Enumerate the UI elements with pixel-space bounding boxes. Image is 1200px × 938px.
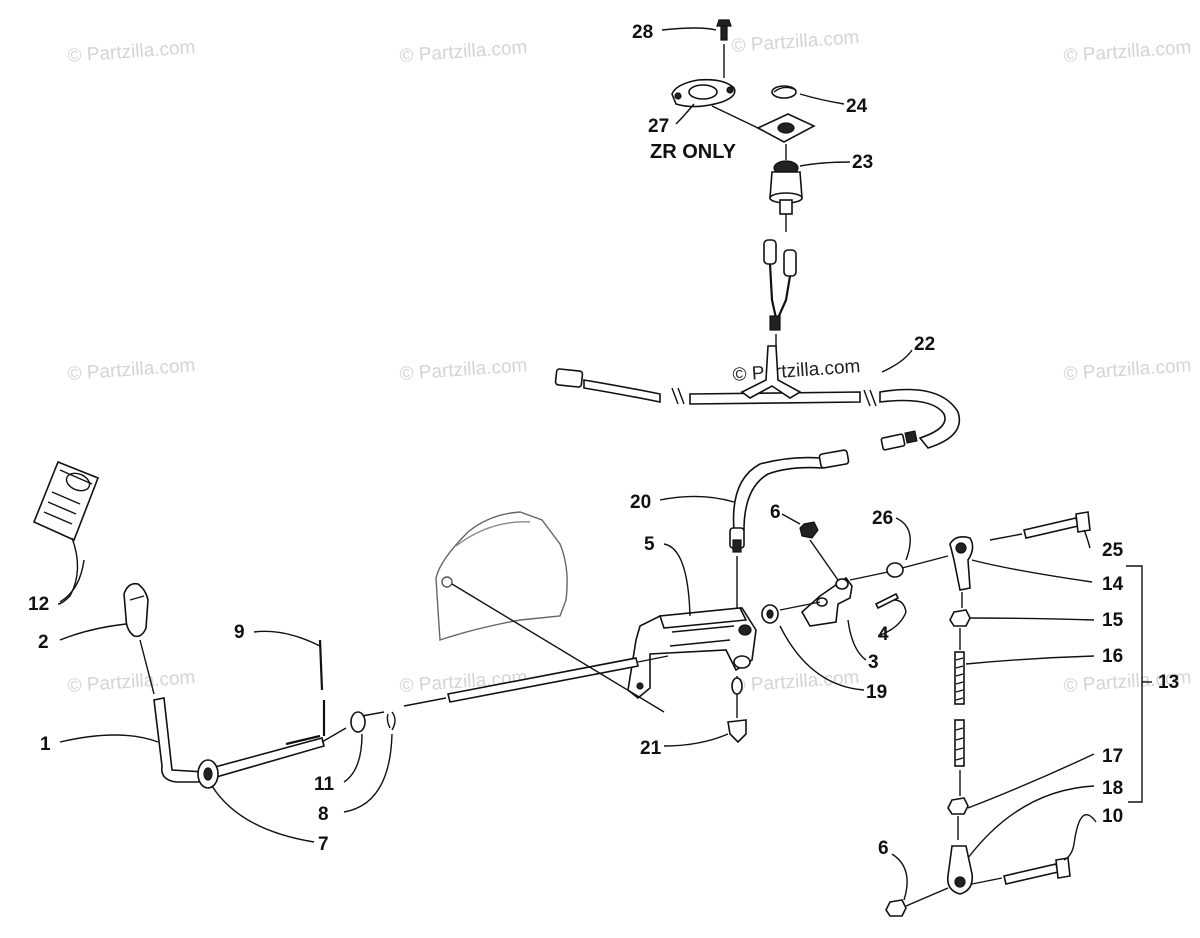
label-10: 10 (1102, 806, 1123, 827)
decal-12 (32, 460, 100, 605)
watermark: © Partzilla.com (731, 27, 860, 57)
label-9: 9 (234, 622, 245, 643)
throttle-assembly (123, 582, 669, 789)
part-labels: 28 27 24 23 22 20 6 26 5 25 14 15 4 9 16… (28, 22, 1179, 859)
watermark: © Partzilla.com (67, 667, 196, 697)
label-26: 26 (872, 508, 893, 529)
label-23: 23 (852, 152, 873, 173)
label-6-bottom: 6 (878, 838, 889, 859)
label-25: 25 (1102, 540, 1124, 561)
cable-20 (729, 449, 850, 610)
switch-23 (769, 160, 803, 215)
label-8: 8 (318, 804, 329, 825)
ignition-switch-assembly (671, 19, 816, 350)
label-11: 11 (314, 774, 335, 795)
linkage-rod-13 (885, 511, 1091, 917)
watermark-center: © Partzilla.com (732, 356, 861, 386)
switch-wires (763, 239, 797, 350)
label-16: 16 (1102, 646, 1123, 667)
watermark: © Partzilla.com (1063, 37, 1192, 67)
washer-19 (761, 604, 779, 624)
label-13: 13 (1158, 672, 1179, 693)
label-1: 1 (40, 734, 51, 755)
wiring-harness-22 (554, 345, 961, 451)
switch-cap-27 (671, 78, 736, 108)
label-28: 28 (632, 22, 653, 43)
clip-8 (391, 711, 396, 731)
label-4: 4 (878, 624, 889, 645)
label-24: 24 (846, 96, 868, 117)
label-27: 27 (648, 116, 669, 137)
watermark: © Partzilla.com (399, 37, 528, 67)
label-2: 2 (38, 632, 49, 653)
screw-21 (727, 676, 747, 744)
washer-26 (886, 562, 904, 578)
gasket-plate (756, 113, 816, 143)
label-14: 14 (1102, 574, 1124, 595)
watermark-layer: © Partzilla.com © Partzilla.com © Partzi… (67, 27, 1192, 697)
screw-28 (716, 19, 732, 78)
watermark: © Partzilla.com (1063, 355, 1192, 385)
label-7: 7 (318, 834, 329, 855)
watermark: © Partzilla.com (67, 355, 196, 385)
label-6-top: 6 (770, 502, 781, 523)
label-18: 18 (1102, 778, 1123, 799)
label-22: 22 (914, 334, 935, 355)
label-15: 15 (1102, 610, 1124, 631)
label-21: 21 (640, 738, 662, 759)
watermark: © Partzilla.com (399, 355, 528, 385)
label-20: 20 (630, 492, 651, 513)
airbox-outline (435, 511, 665, 713)
zr-only-note: ZR ONLY (650, 141, 737, 163)
pin-4 (874, 592, 900, 610)
watermark: © Partzilla.com (67, 37, 196, 67)
label-3: 3 (868, 652, 879, 673)
stop-lever-3 (779, 576, 853, 627)
leader-lines (59, 27, 1152, 901)
label-19: 19 (866, 682, 887, 703)
washer-11 (350, 711, 366, 733)
clip-24 (771, 85, 797, 99)
label-5: 5 (644, 534, 655, 555)
label-12: 12 (28, 594, 49, 615)
watermark: © Partzilla.com (731, 667, 860, 697)
label-17: 17 (1102, 746, 1123, 767)
pivot-parts (761, 521, 949, 627)
